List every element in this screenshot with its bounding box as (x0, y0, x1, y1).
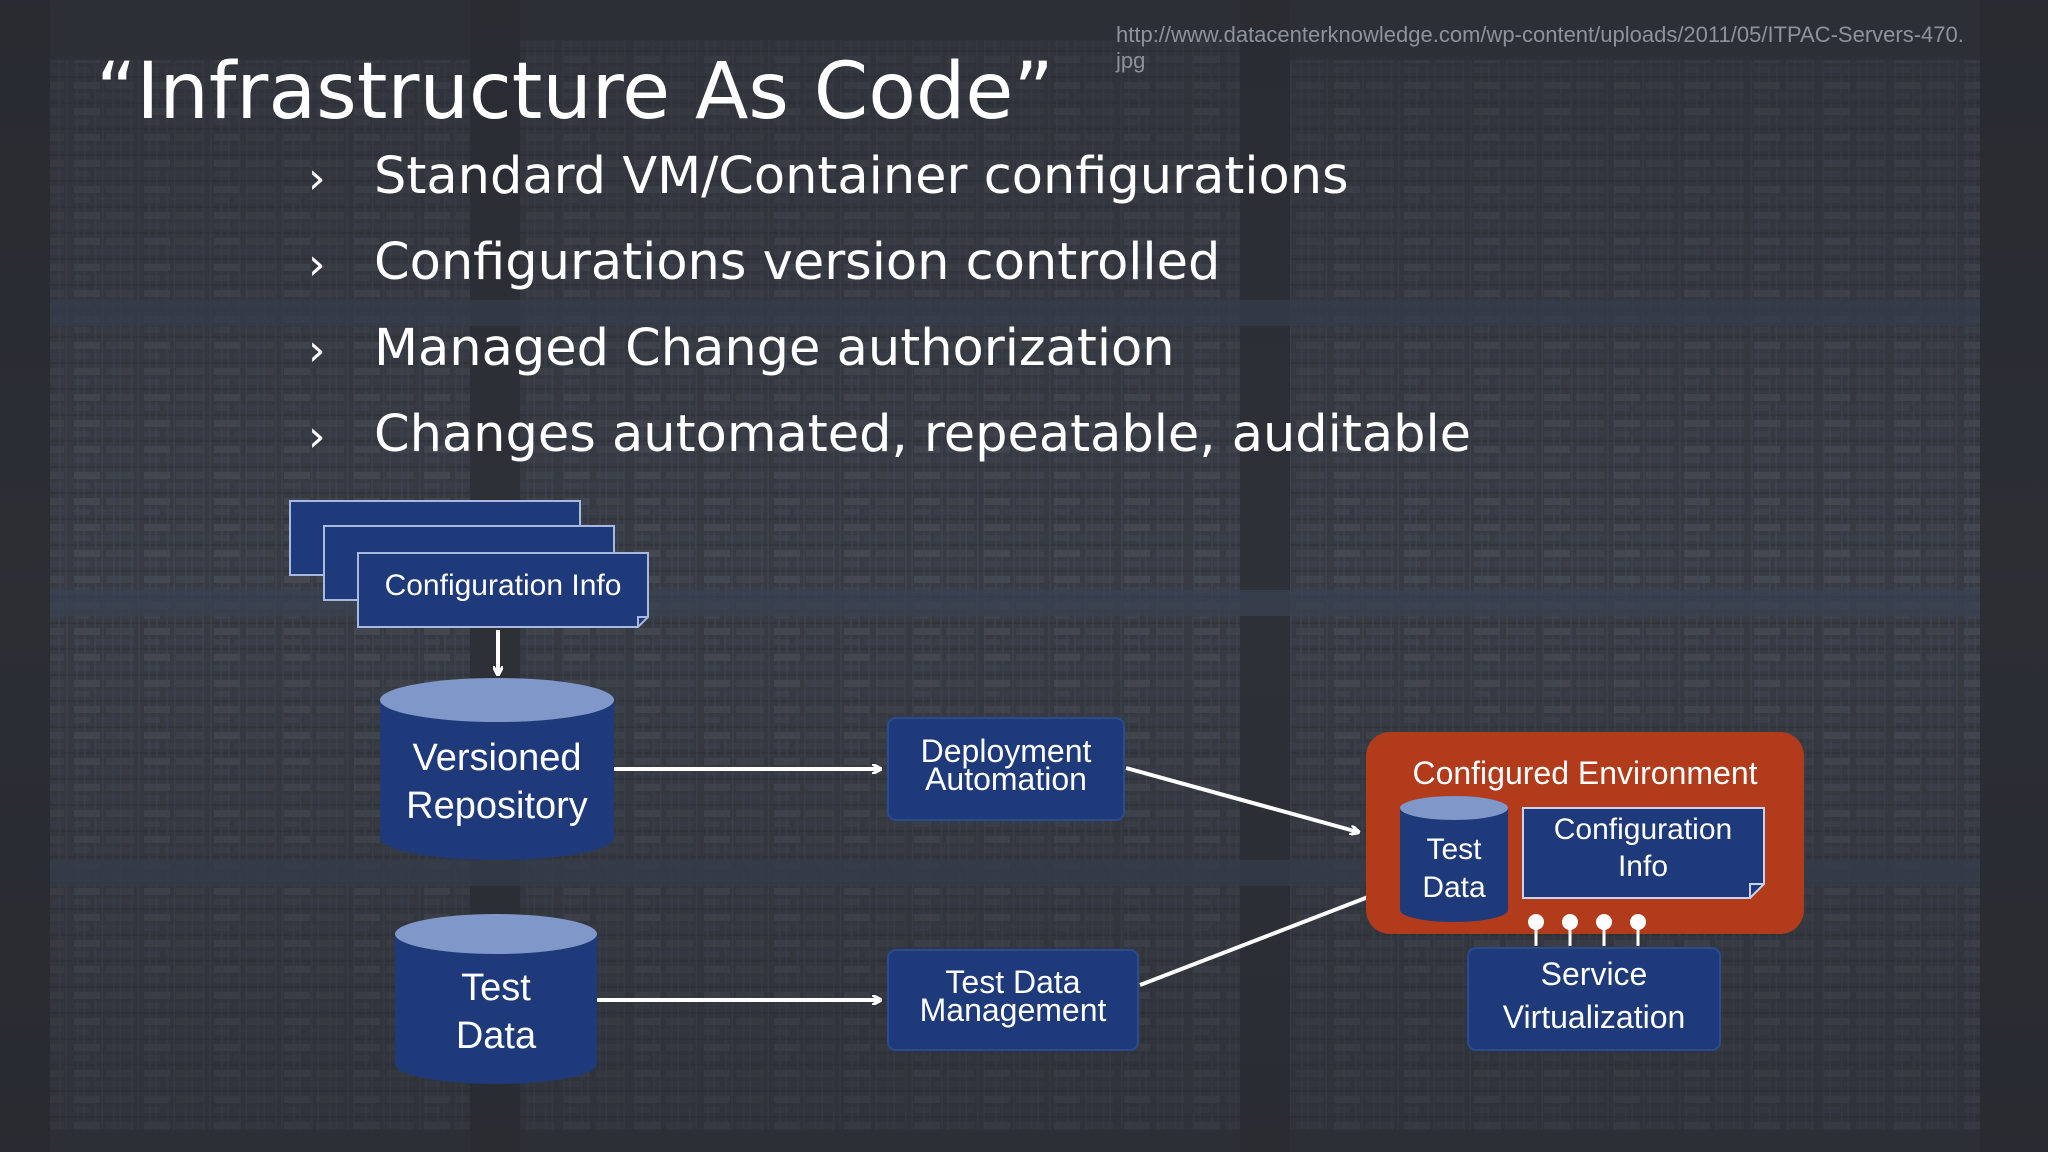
bullet-item: › Configurations version controlled (308, 226, 1471, 312)
environment-test-data-line-2: Data (1422, 871, 1486, 904)
test-data-management-line-1: Test Data (945, 964, 1080, 1000)
test-data-line-2: Data (456, 1015, 537, 1057)
service-virtualization-box: Service Virtualization (1467, 947, 1721, 1051)
chevron-right-icon: › (308, 153, 326, 204)
environment-test-data-cylinder: Test Data (1400, 796, 1508, 922)
bullet-item: › Changes automated, repeatable, auditab… (308, 398, 1471, 484)
environment-configuration-info-line-1: Configuration (1554, 813, 1732, 846)
bullet-text: Managed Change authorization (374, 319, 1175, 378)
folded-corner-icon (1749, 883, 1764, 898)
deployment-automation-line-2: Automation (925, 761, 1087, 797)
config-info-label: Configuration Info (385, 569, 622, 602)
chevron-right-icon: › (308, 411, 326, 462)
configured-environment-title: Configured Environment (1412, 755, 1757, 791)
versioned-repository-line-1: Versioned (412, 737, 581, 779)
environment-test-data-line-1: Test (1426, 833, 1482, 866)
configured-environment-container: Configured Environment Test Data Configu… (1366, 732, 1804, 934)
test-data-management-line-2: Management (920, 992, 1107, 1028)
config-info-document-stack: Configuration Info (289, 500, 649, 628)
test-data-management-box: Test Data Management (887, 949, 1139, 1051)
bullet-text: Changes automated, repeatable, auditable (374, 405, 1472, 464)
deployment-automation-line-1: Deployment (921, 733, 1092, 769)
environment-configuration-info-document: Configuration Info (1522, 807, 1765, 899)
versioned-repository-cylinder: Versioned Repository (380, 678, 614, 860)
chevron-right-icon: › (308, 239, 326, 290)
service-virtualization-line-1: Service (1541, 956, 1648, 992)
arrow-deployment-to-environment (1125, 766, 1358, 832)
bullet-list: › Standard VM/Container configurations ›… (308, 140, 1471, 484)
arrow-management-to-environment (1139, 887, 1394, 987)
bullet-item: › Managed Change authorization (308, 312, 1471, 398)
bullet-text: Standard VM/Container configurations (374, 147, 1349, 206)
document-front (357, 552, 649, 628)
image-source-url: http://www.datacenterknowledge.com/wp-co… (1116, 22, 1964, 73)
versioned-repository-line-2: Repository (406, 785, 588, 827)
folded-corner-icon (637, 616, 648, 627)
slide-title: “Infrastructure As Code” (96, 47, 1054, 137)
test-data-cylinder: Test Data (395, 914, 597, 1084)
bullet-item: › Standard VM/Container configurations (308, 140, 1471, 226)
test-data-line-1: Test (461, 967, 531, 1009)
deployment-automation-box: Deployment Automation (887, 717, 1125, 821)
bullet-text: Configurations version controlled (374, 233, 1221, 292)
service-connectors (1528, 914, 1646, 946)
environment-configuration-info-line-2: Info (1618, 850, 1668, 883)
chevron-right-icon: › (308, 325, 326, 376)
service-virtualization-line-2: Virtualization (1503, 999, 1686, 1035)
